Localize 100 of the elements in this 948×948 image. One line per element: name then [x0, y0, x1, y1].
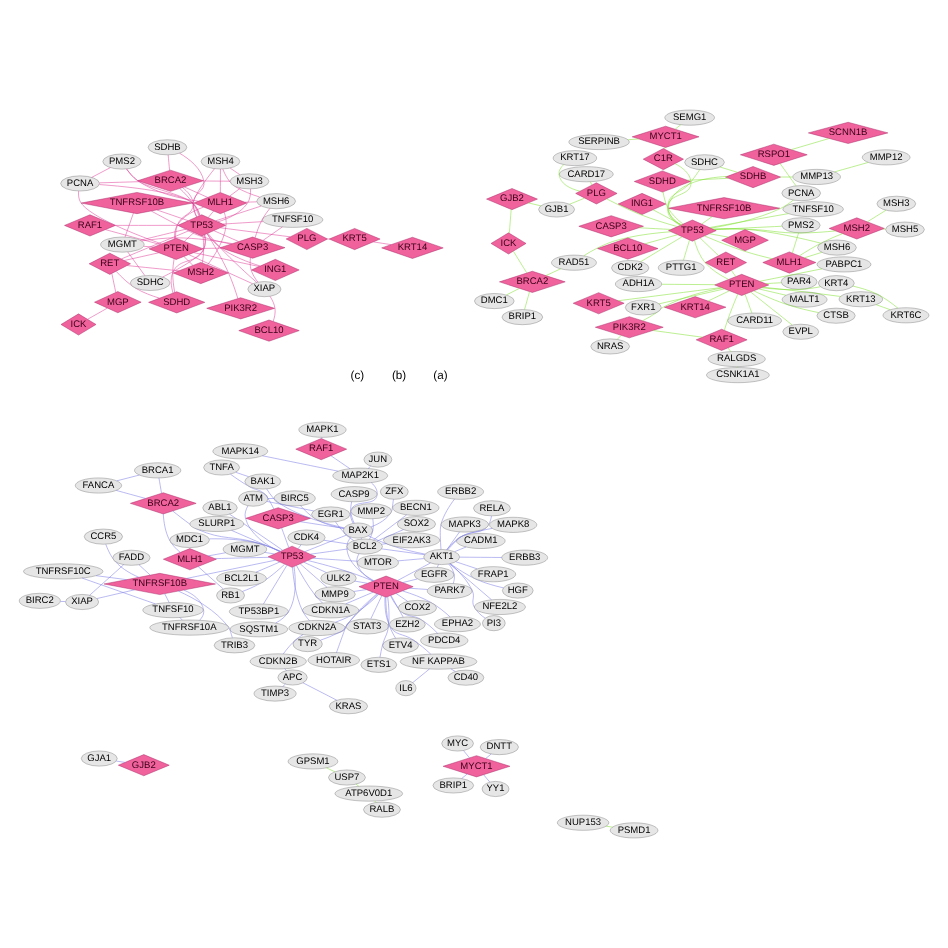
- connector: [116, 490, 146, 499]
- connector: [99, 181, 141, 184]
- connector: [281, 527, 289, 548]
- connector: [126, 168, 199, 202]
- connector: [158, 477, 162, 494]
- connector: [111, 273, 116, 293]
- connector: [105, 229, 161, 245]
- connector: [297, 544, 302, 549]
- connector: [658, 288, 725, 305]
- connector: [346, 536, 375, 582]
- connector: [323, 540, 349, 545]
- connector: [123, 252, 159, 261]
- connector: [222, 221, 264, 225]
- connector: [207, 552, 226, 557]
- connector: [644, 234, 678, 245]
- connector: [254, 208, 271, 239]
- connector: [207, 212, 227, 266]
- connector: [545, 268, 561, 276]
- connector: [790, 138, 830, 150]
- connector: [156, 209, 189, 221]
- connector: [753, 290, 819, 313]
- connector: [709, 233, 729, 238]
- connector: [299, 563, 328, 588]
- connector: [231, 530, 281, 552]
- connector: [304, 534, 347, 552]
- connector: [307, 560, 374, 582]
- connector: [463, 750, 470, 759]
- connector: [220, 168, 221, 193]
- connector: [713, 225, 783, 230]
- connector: [483, 774, 491, 783]
- connector: [852, 285, 899, 309]
- connector: [454, 546, 467, 552]
- connector: [353, 589, 367, 592]
- connector: [220, 227, 291, 238]
- connector: [390, 595, 404, 618]
- connector: [263, 565, 288, 605]
- connector: [207, 233, 257, 283]
- connector: [105, 544, 140, 578]
- connector: [275, 566, 296, 624]
- connector: [249, 257, 259, 283]
- connector: [336, 593, 379, 653]
- connector: [202, 180, 231, 182]
- connector: [172, 258, 175, 293]
- connector: [719, 166, 738, 173]
- connector: [312, 557, 358, 562]
- connector: [96, 589, 135, 599]
- connector: [172, 510, 281, 552]
- connector: [397, 562, 431, 581]
- connector: [229, 513, 283, 551]
- connector: [402, 578, 418, 583]
- connector: [350, 501, 355, 524]
- connector: [197, 566, 224, 590]
- connector: [761, 286, 821, 290]
- connector: [209, 538, 281, 552]
- connector: [116, 474, 140, 482]
- connector: [694, 240, 729, 280]
- connector: [126, 265, 180, 272]
- connector: [765, 282, 782, 284]
- connector: [799, 233, 843, 257]
- connector: [369, 518, 374, 540]
- connector: [370, 499, 394, 528]
- connector: [397, 558, 425, 562]
- connector: [345, 591, 374, 605]
- connector: [461, 773, 468, 779]
- connector: [485, 753, 492, 759]
- connector: [335, 521, 355, 541]
- connector: [448, 563, 455, 584]
- connector: [178, 590, 233, 638]
- connector: [558, 164, 581, 192]
- connector: [95, 575, 127, 580]
- connector: [583, 231, 672, 257]
- connector: [712, 228, 822, 244]
- connector: [710, 199, 794, 229]
- connector: [193, 252, 260, 267]
- connector: [78, 190, 162, 245]
- connector: [167, 154, 170, 171]
- connector: [370, 595, 383, 620]
- connector: [368, 535, 426, 555]
- connector: [164, 593, 170, 603]
- connector: [217, 188, 251, 223]
- connector: [138, 564, 151, 576]
- connector: [446, 531, 460, 551]
- connector: [724, 293, 739, 331]
- connector: [183, 589, 204, 621]
- connector: [330, 455, 351, 469]
- connector: [356, 553, 374, 582]
- connector: [667, 163, 692, 226]
- connector: [303, 561, 327, 573]
- connector: [188, 254, 253, 285]
- connector: [121, 230, 190, 260]
- connector: [459, 556, 503, 558]
- connector: [184, 186, 208, 198]
- connector: [320, 593, 378, 641]
- connector: [758, 288, 787, 296]
- connector: [627, 138, 639, 140]
- connector: [455, 561, 478, 570]
- connector: [202, 235, 204, 264]
- connector: [89, 564, 124, 596]
- connector: [143, 246, 154, 248]
- connector: [687, 178, 729, 181]
